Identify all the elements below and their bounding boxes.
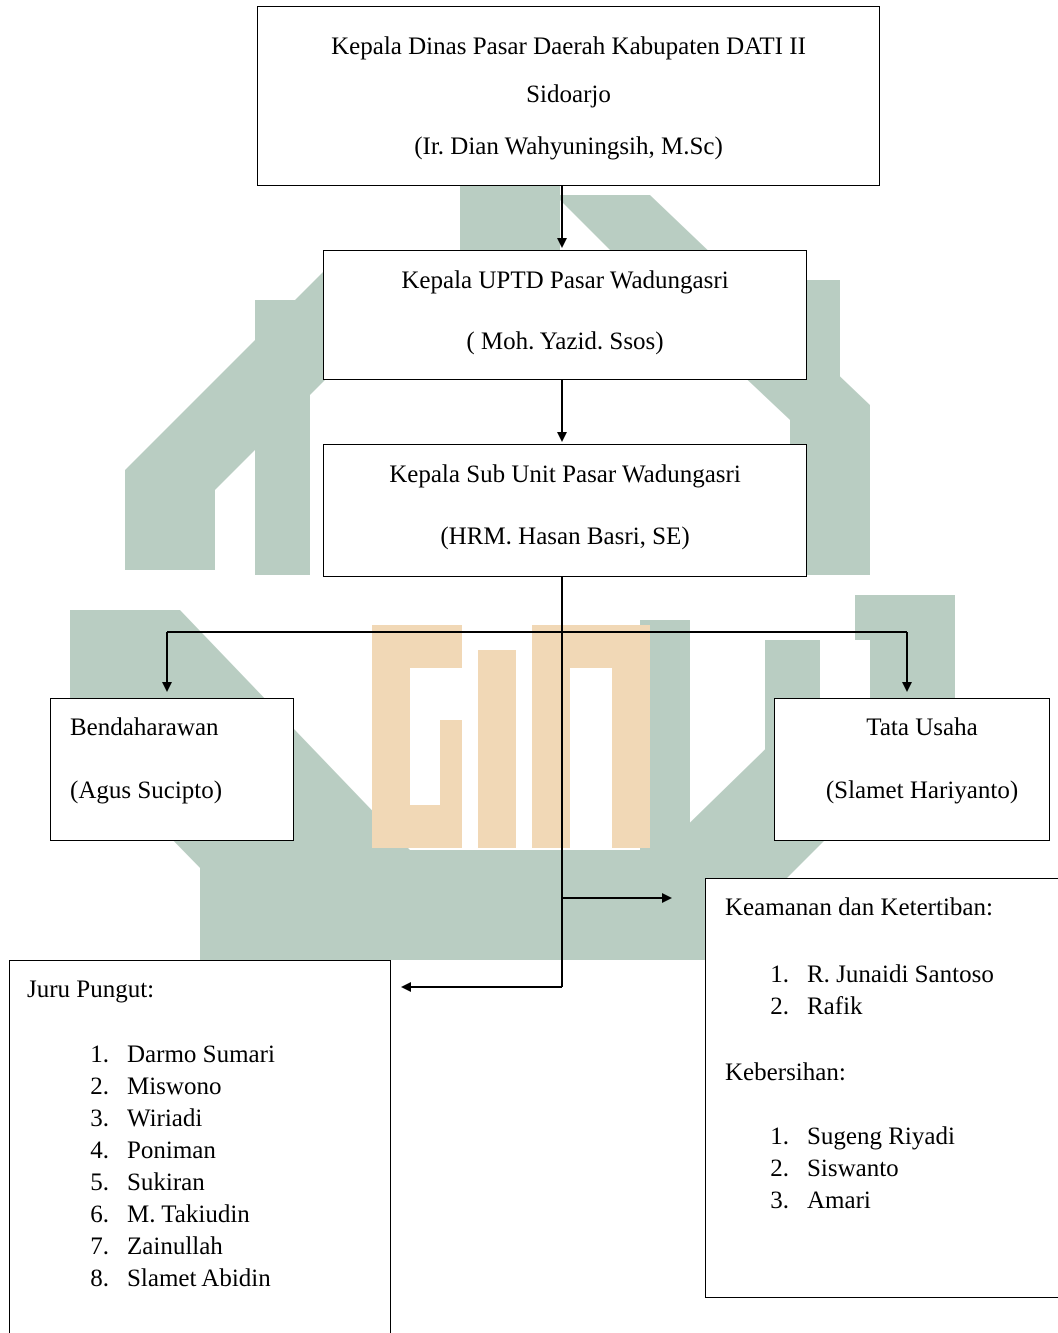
box-tata-usaha: Tata Usaha (Slamet Hariyanto) (774, 698, 1050, 841)
list-item: 3.Wiriadi (90, 1105, 203, 1132)
box-bendaharawan: Bendaharawan (Agus Sucipto) (50, 698, 294, 841)
box-juru-pungut: Juru Pungut: 1.Darmo Sumari 2.Miswono 3.… (9, 960, 391, 1333)
box-kepala-dinas: Kepala Dinas Pasar Daerah Kabupaten DATI… (257, 6, 880, 186)
list-item: 2.Miswono (90, 1073, 222, 1100)
list-item: 6.M. Takiudin (90, 1201, 250, 1228)
kebersihan-list: 1.Sugeng Riyadi 2.Siswanto 3.Amari (753, 1124, 1053, 1220)
kepala-dinas-region: Sidoarjo (526, 81, 611, 108)
kepala-sub-unit-title: Kepala Sub Unit Pasar Wadungasri (389, 461, 741, 488)
list-item: 8.Slamet Abidin (90, 1265, 271, 1292)
bendaharawan-title: Bendaharawan (70, 714, 219, 741)
kebersihan-title: Kebersihan: (725, 1059, 846, 1086)
bendaharawan-name: (Agus Sucipto) (70, 777, 223, 804)
list-item: 1.R. Junaidi Santoso (770, 961, 994, 988)
kepala-dinas-name: (Ir. Dian Wahyuningsih, M.Sc) (414, 133, 723, 160)
list-item: 2.Siswanto (770, 1155, 899, 1182)
juru-pungut-list: 1.Darmo Sumari 2.Miswono 3.Wiriadi 4.Pon… (73, 1042, 373, 1298)
kepala-uptd-name: ( Moh. Yazid. Ssos) (466, 328, 664, 355)
box-kepala-uptd: Kepala UPTD Pasar Wadungasri ( Moh. Yazi… (323, 250, 807, 380)
list-item: 1.Sugeng Riyadi (770, 1123, 955, 1150)
kepala-dinas-title: Kepala Dinas Pasar Daerah Kabupaten DATI… (331, 33, 806, 60)
list-item: 7.Zainullah (90, 1233, 223, 1260)
keamanan-title: Keamanan dan Ketertiban: (725, 894, 993, 921)
kepala-uptd-title: Kepala UPTD Pasar Wadungasri (401, 267, 729, 294)
box-kepala-sub-unit: Kepala Sub Unit Pasar Wadungasri (HRM. H… (323, 444, 807, 577)
list-item: 1.Darmo Sumari (90, 1041, 275, 1068)
tata-usaha-name: (Slamet Hariyanto) (825, 777, 1019, 804)
list-item: 3.Amari (770, 1187, 871, 1214)
box-keamanan-kebersihan: Keamanan dan Ketertiban: 1.R. Junaidi Sa… (705, 878, 1058, 1298)
kepala-sub-unit-name: (HRM. Hasan Basri, SE) (440, 523, 690, 550)
list-item: 2.Rafik (770, 993, 863, 1020)
tata-usaha-title: Tata Usaha (866, 714, 978, 741)
keamanan-list: 1.R. Junaidi Santoso 2.Rafik (753, 962, 1053, 1026)
list-item: 4.Poniman (90, 1137, 216, 1164)
list-item: 5.Sukiran (90, 1169, 205, 1196)
juru-pungut-title: Juru Pungut: (27, 976, 155, 1003)
